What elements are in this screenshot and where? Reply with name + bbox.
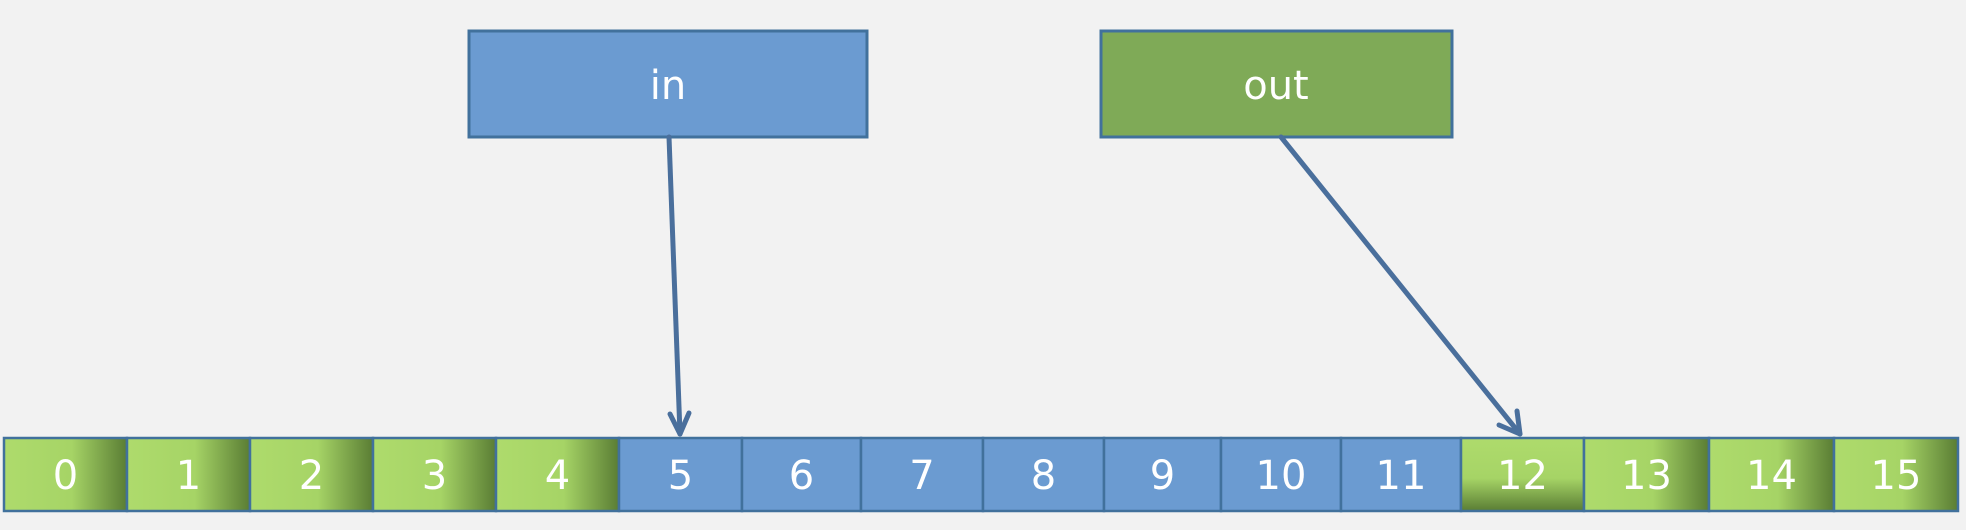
buffer-cell-box: [2, 436, 129, 513]
out-pointer-label: out: [1243, 63, 1309, 109]
buffer-cell-index: 1: [176, 453, 201, 499]
buffer-cell-6: 6: [740, 436, 863, 513]
buffer-cell-8: 8: [981, 436, 1106, 513]
in-arrow: [666, 134, 692, 437]
buffer-cell-index: 15: [1871, 453, 1922, 499]
buffer-cell-index: 8: [1031, 453, 1056, 499]
buffer-cell-box: [740, 436, 863, 513]
in-pointer-label: in: [650, 63, 686, 109]
buffer-cell-box: [248, 436, 375, 513]
buffer-cell-0: 0: [2, 436, 129, 513]
buffer-cell-11: 11: [1339, 436, 1463, 513]
buffer-cell-7: 7: [859, 436, 985, 513]
buffer-cell-index: 6: [789, 453, 814, 499]
buffer-cell-box: [1832, 436, 1960, 513]
in-pointer-box: in: [467, 29, 869, 139]
buffer-cell-1: 1: [125, 436, 252, 513]
buffer-cell-index: 0: [53, 453, 78, 499]
out-pointer-box: out: [1099, 29, 1454, 139]
buffer-cell-index: 13: [1621, 453, 1672, 499]
buffer-cell-2: 2: [248, 436, 375, 513]
buffer-cell-index: 2: [299, 453, 324, 499]
buffer-cell-box: [617, 436, 744, 513]
buffer-cell-index: 11: [1376, 453, 1427, 499]
buffer-cell-14: 14: [1707, 436, 1836, 513]
buffer-cell-index: 3: [422, 453, 447, 499]
buffer-cell-9: 9: [1102, 436, 1223, 513]
out-arrow: [1278, 134, 1523, 437]
buffer-cell-index: 9: [1150, 453, 1175, 499]
buffer-cell-box: [494, 436, 621, 513]
buffer-cell-index: 10: [1256, 453, 1307, 499]
buffer-cell-15: 15: [1832, 436, 1960, 513]
buffer-cell-box: [371, 436, 498, 513]
buffer-cell-index: 14: [1746, 453, 1797, 499]
buffer-cell-box: [859, 436, 985, 513]
buffer-cell-index: 7: [909, 453, 934, 499]
buffer-cell-box: [1219, 436, 1343, 513]
buffer-cell-10: 10: [1219, 436, 1343, 513]
buffer-cell-index: 12: [1497, 453, 1548, 499]
buffer-cell-13: 13: [1582, 436, 1711, 513]
buffer-cell-box: [1582, 436, 1711, 513]
buffer-cell-box: [1102, 436, 1223, 513]
buffer-cell-12: 12: [1459, 436, 1586, 513]
buffer-cell-index: 4: [545, 453, 570, 499]
buffer-cell-box: [1707, 436, 1836, 513]
buffer-cell-5: 5: [617, 436, 744, 513]
buffer-cell-4: 4: [494, 436, 621, 513]
buffer-cell-3: 3: [371, 436, 498, 513]
buffer-cell-index: 5: [668, 453, 693, 499]
buffer-cell-box: [1339, 436, 1463, 513]
